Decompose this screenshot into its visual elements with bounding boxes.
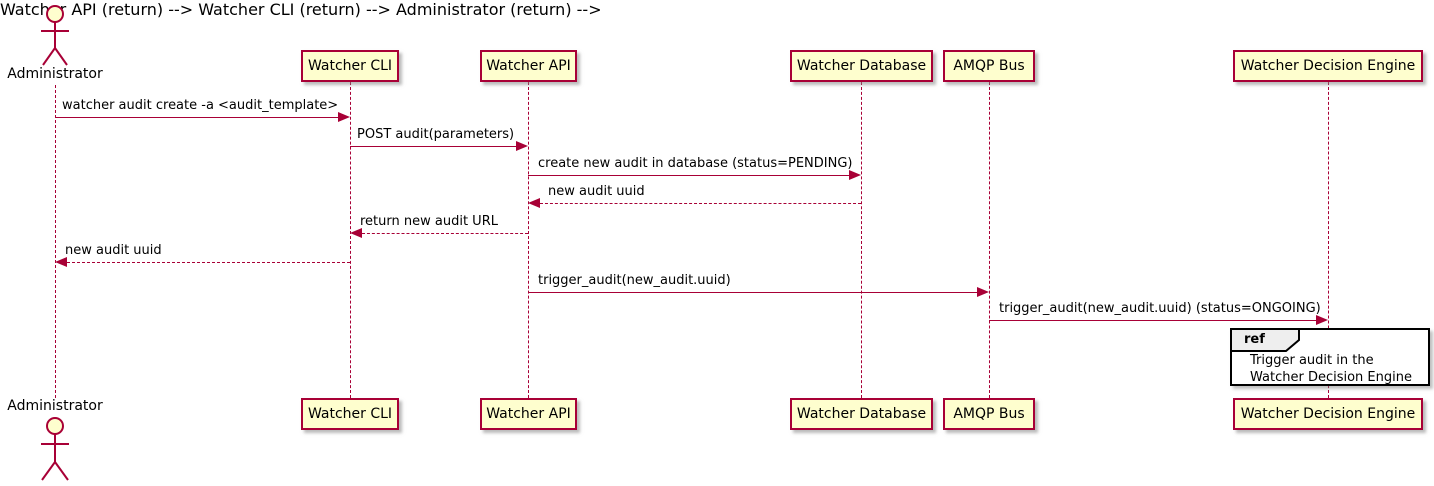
message-line <box>528 175 850 176</box>
message-label: create new audit in database (status=PEN… <box>538 156 853 171</box>
lifeline-watcher-database <box>861 82 862 398</box>
ref-content: Trigger audit in the Watcher Decision En… <box>1250 352 1412 386</box>
actor-label-bottom: Administrator <box>7 398 103 414</box>
actor-label: Administrator <box>7 66 103 82</box>
ref-content-line1: Trigger audit in the <box>1250 353 1374 368</box>
arrowhead-right-icon <box>849 170 861 180</box>
arrowhead-left-icon <box>55 257 67 267</box>
message-label: trigger_audit(new_audit.uuid) <box>538 273 731 288</box>
participant-amqp-bus-bottom: AMQP Bus <box>943 398 1035 430</box>
ref-keyword: ref <box>1244 332 1265 347</box>
message-label: new audit uuid <box>65 243 162 258</box>
lifeline-watcher-decision-engine <box>1328 82 1329 398</box>
participant-watcher-api-bottom: Watcher API <box>480 398 577 430</box>
participant-amqp-bus-top: AMQP Bus <box>943 50 1035 82</box>
participant-watcher-api-top: Watcher API <box>480 50 577 82</box>
lifeline-watcher-cli <box>350 82 351 398</box>
lifeline-watcher-api <box>528 82 529 398</box>
participant-watcher-cli-bottom: Watcher CLI <box>301 398 399 430</box>
arrowhead-right-icon <box>516 141 528 151</box>
arrowhead-left-icon <box>528 198 540 208</box>
message-label: POST audit(parameters) <box>357 127 515 142</box>
lifeline-administrator <box>55 85 56 398</box>
actor-icon <box>41 5 69 66</box>
message-line <box>362 233 528 234</box>
participant-watcher-database-top: Watcher Database <box>790 50 933 82</box>
arrowhead-left-icon <box>350 228 362 238</box>
arrowhead-right-icon <box>338 112 350 122</box>
ref-tab-icon <box>1230 328 1300 352</box>
message-line <box>350 146 517 147</box>
message-line <box>540 203 861 204</box>
ref-content-line2: Watcher Decision Engine <box>1250 370 1412 385</box>
message-line <box>989 320 1317 321</box>
lifeline-amqp-bus <box>989 82 990 398</box>
message-line <box>67 262 350 263</box>
message-label: trigger_audit(new_audit.uuid) (status=ON… <box>999 301 1321 316</box>
participant-watcher-decision-engine-bottom: Watcher Decision Engine <box>1233 398 1423 430</box>
message-line <box>55 117 339 118</box>
message-label: new audit uuid <box>548 184 645 199</box>
message-label: return new audit URL <box>360 214 498 229</box>
message-line <box>528 292 978 293</box>
arrowhead-right-icon <box>1316 315 1328 325</box>
actor-icon-bottom <box>41 417 69 481</box>
participant-watcher-database-bottom: Watcher Database <box>790 398 933 430</box>
participant-watcher-cli-top: Watcher CLI <box>301 50 399 82</box>
message-label: watcher audit create -a <audit_template> <box>62 98 339 113</box>
arrowhead-right-icon <box>977 287 989 297</box>
participant-watcher-decision-engine-top: Watcher Decision Engine <box>1233 50 1423 82</box>
ref-fragment: ref Trigger audit in the Watcher Decisio… <box>1230 328 1430 386</box>
